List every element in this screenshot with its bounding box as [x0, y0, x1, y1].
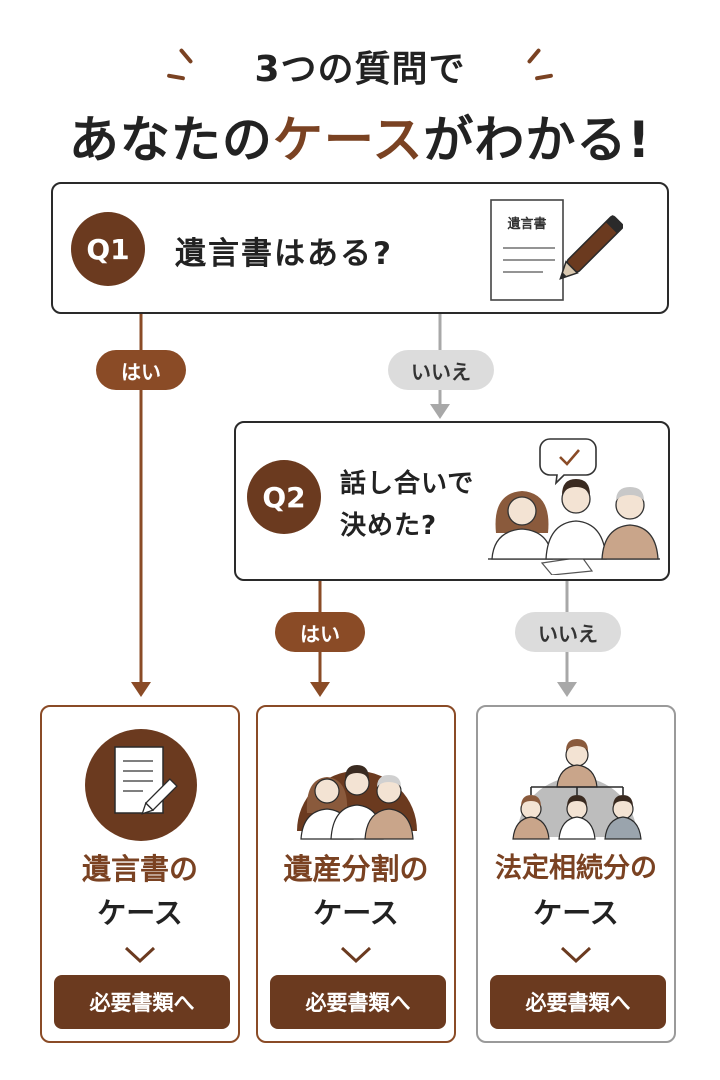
q1-box: Q1 遺言書はある? 遺言書 — [51, 182, 669, 314]
q1-yes-pill: はい — [96, 350, 186, 390]
title-line-2-post: がわかる! — [423, 111, 652, 169]
result-card-estate-division-title: 遺産分割の — [283, 852, 429, 886]
will-document-label: 遺言書 — [506, 216, 546, 232]
q2-badge: Q2 — [247, 460, 321, 534]
q2-yes-arrowhead — [310, 682, 330, 697]
q2-question-line-2: 決めた? — [340, 511, 438, 541]
family-discussion-icon — [488, 438, 660, 575]
will-document-pen-icon: 遺言書 — [490, 199, 623, 301]
result-card-statutory-share: 法定相続分の ケース 必要書類へ — [476, 705, 676, 1043]
chevron-down-icon — [560, 946, 592, 964]
result-card-statutory-share-subtitle: ケース — [533, 896, 619, 930]
q1-no-arrowhead — [430, 404, 450, 419]
q2-question-line-1: 話し合いで — [340, 469, 475, 499]
title-line-1: 3つの質問で — [254, 49, 466, 90]
q2-yes-pill: はい — [275, 612, 365, 652]
q2-no-arrowhead — [557, 682, 577, 697]
title-line-2-highlight: ケース — [272, 111, 424, 169]
q1-no-pill: いいえ — [388, 350, 494, 390]
result-card-statutory-share-title: 法定相続分の — [495, 853, 657, 884]
result-card-will-title: 遺言書の — [81, 852, 198, 886]
q1-badge: Q1 — [71, 212, 145, 286]
will-document-pen-icon-circle — [85, 729, 197, 841]
q2-box: Q2 話し合いで 決めた? — [234, 421, 670, 581]
title-line-2: あなたのケースがわかる! — [0, 100, 720, 172]
statutory-share-documents-button[interactable]: 必要書類へ — [490, 975, 666, 1029]
q1-question: 遺言書はある? — [175, 236, 393, 272]
chevron-down-icon — [340, 946, 372, 964]
result-card-will: 遺言書の ケース 必要書類へ — [40, 705, 240, 1043]
family-tree-icon — [512, 739, 642, 840]
estate-division-documents-button[interactable]: 必要書類へ — [270, 975, 446, 1029]
title-line-2-pre: あなたの — [68, 111, 273, 169]
will-documents-button[interactable]: 必要書類へ — [54, 975, 230, 1029]
will-document-sheet — [490, 199, 564, 301]
chevron-down-icon — [124, 946, 156, 964]
result-card-estate-division: 遺産分割の ケース 必要書類へ — [256, 705, 456, 1043]
q2-no-pill: いいえ — [515, 612, 621, 652]
family-agreement-icon — [297, 765, 417, 840]
result-card-estate-division-subtitle: ケース — [313, 896, 399, 930]
q1-yes-arrowhead — [131, 682, 151, 697]
result-card-will-subtitle: ケース — [97, 896, 183, 930]
